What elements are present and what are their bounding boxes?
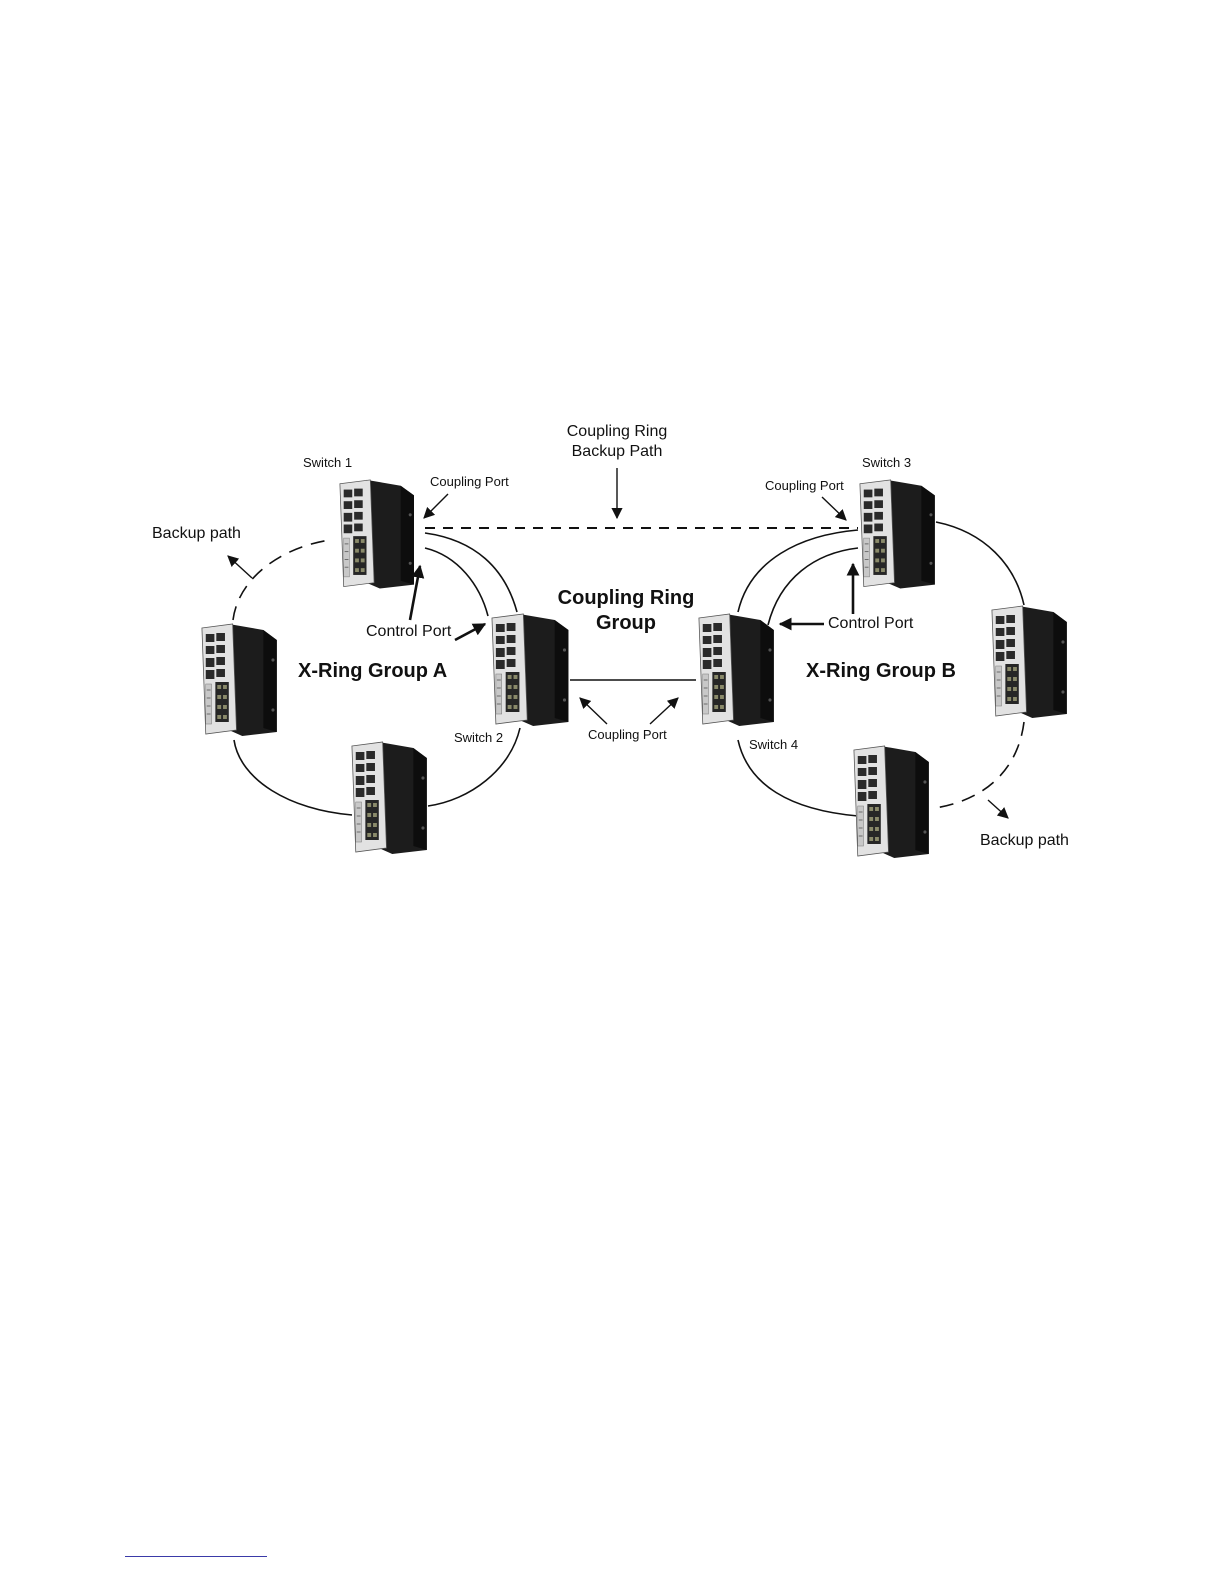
switch-2-icon [492,614,568,726]
arrow-backup-path-b [988,800,1008,818]
label-coupling-port-s3: Coupling Port [765,478,844,493]
link-switch3-right-b [936,522,1024,605]
switch-bottom-a-icon [352,742,427,854]
switch-bottom-b-icon [854,746,929,858]
switch-right-b-icon [992,606,1067,718]
link-switch4-switch3-outer [738,530,858,612]
switch-3-icon [860,480,935,589]
arrow-coupling-port-mid-left [580,698,607,724]
label-switch-1: Switch 1 [303,455,352,470]
link-bottom-a-left-a [234,740,352,815]
label-switch-3: Switch 3 [862,455,911,470]
label-backup-path-a: Backup path [152,525,241,542]
backup-link-group-a [233,540,330,620]
label-x-ring-group-b: X-Ring Group B [806,660,956,682]
backup-link-group-b [935,722,1024,808]
label-coupling-ring-group-line1: Coupling Ring [558,587,695,609]
arrow-control-port-a-right [455,624,485,640]
label-coupling-port-s1: Coupling Port [430,474,509,489]
link-switch1-switch2 [425,533,517,612]
arrow-backup-path-a [228,556,252,578]
switch-4-icon [699,614,774,726]
label-coupling-port-mid: Coupling Port [588,727,667,742]
switch-1-icon [340,480,414,589]
arrow-coupling-port-s3 [822,497,846,520]
arrow-coupling-port-mid-right [650,698,678,724]
label-x-ring-group-a: X-Ring Group A [298,660,447,682]
label-backup-path-b: Backup path [980,832,1069,849]
label-control-port-b: Control Port [828,615,914,632]
footnote-rule [125,1556,267,1557]
label-coupling-backup-line2: Backup Path [572,443,663,460]
switch-left-a-icon [202,624,277,736]
label-coupling-backup-line1: Coupling Ring [567,423,668,440]
label-coupling-ring-group-line2: Group [596,612,656,634]
label-switch-2: Switch 2 [454,730,503,745]
link-switch1-switch2-inner [425,548,488,616]
label-switch-4: Switch 4 [749,737,798,752]
link-switch4-switch3-inner [768,548,858,625]
label-control-port-a: Control Port [366,623,452,640]
arrow-coupling-port-s1 [424,494,448,518]
